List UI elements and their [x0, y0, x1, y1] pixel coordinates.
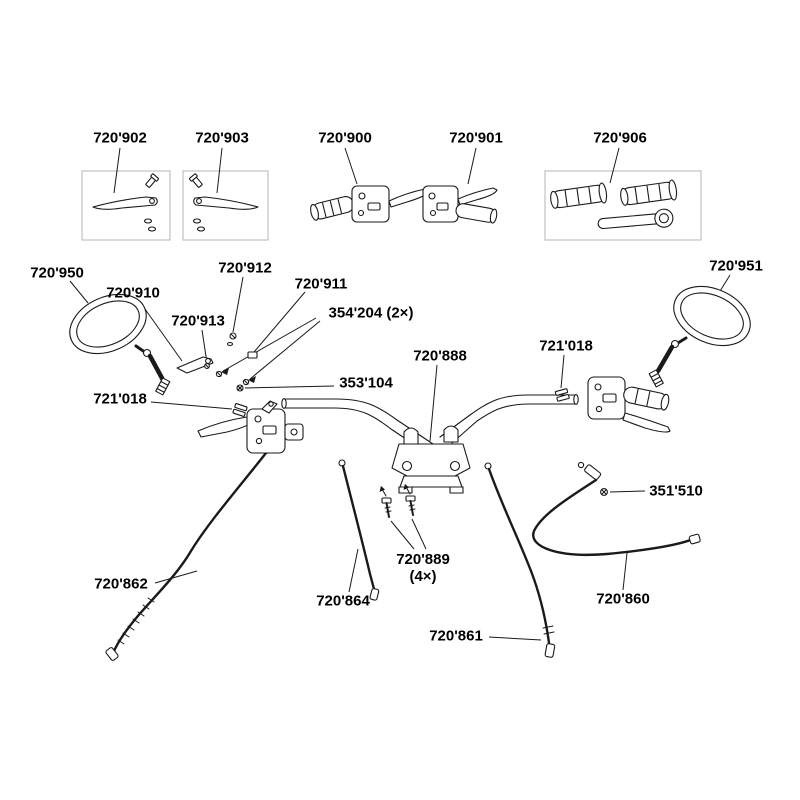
part-drawing-721018-clamp-right — [554, 388, 570, 402]
part-drawing-720864-cable — [338, 459, 380, 601]
part-label-720889-qty: (4×) — [409, 568, 437, 585]
part-drawing-720910-lever — [176, 356, 214, 374]
part-drawing-720901-switch-assembly — [422, 185, 498, 224]
part-drawing-353104-screw — [236, 384, 244, 392]
part-drawing-720913-screw — [204, 363, 210, 369]
part-label-720950: 720'950 — [30, 264, 84, 282]
part-label-720862: 720'862 — [94, 575, 148, 593]
part-label-720906: 720'906 — [593, 129, 647, 147]
part-label-720951: 720'951 — [709, 257, 763, 275]
part-drawing-720902-lever — [92, 173, 159, 232]
part-drawing-720903-lever — [189, 173, 259, 232]
part-drawing-354204-screws — [215, 370, 250, 386]
part-label-721018-right: 721'018 — [539, 337, 593, 355]
reference-boxes — [81, 170, 702, 241]
part-label-720910: 720'910 — [106, 284, 160, 302]
part-label-720861: 720'861 — [429, 627, 483, 645]
part-label-721018-left: 721'018 — [93, 390, 147, 408]
part-drawing-720951-mirror-right — [648, 285, 751, 388]
part-label-720900: 720'900 — [318, 129, 372, 147]
part-label-720860: 720'860 — [596, 590, 650, 608]
leader-lines — [69, 147, 731, 641]
part-drawing-720888-handlebar — [281, 394, 579, 494]
part-drawing-720911-part — [247, 351, 258, 359]
part-label-720889-number: 720'889 — [396, 550, 450, 568]
part-drawing-right-switch-assembly — [587, 376, 671, 433]
part-label-351510: 351'510 — [649, 482, 703, 500]
part-drawing-720900-switch-assembly — [310, 185, 430, 223]
part-label-354204: 354'204 (2×) — [328, 304, 414, 322]
part-label-720912: 720'912 — [218, 259, 272, 277]
part-drawing-720912-screw — [226, 332, 237, 347]
part-label-720888: 720'888 — [413, 347, 467, 365]
part-drawing-720861-throttle-cable — [484, 462, 556, 658]
part-label-720903: 720'903 — [195, 129, 249, 147]
part-drawing-720862-clutch-cable — [105, 446, 271, 661]
part-drawing-720950-mirror-left — [69, 293, 171, 396]
part-drawing-720860-brake-cable — [532, 461, 701, 556]
part-drawing-721018-clamp-left — [232, 403, 248, 417]
part-drawing-720906-grips — [550, 179, 678, 230]
part-label-353104: 353'104 — [339, 374, 393, 392]
part-label-720901: 720'901 — [449, 129, 503, 147]
part-label-720889: 720'889 (4×) — [396, 551, 450, 586]
part-label-720911: 720'911 — [294, 275, 348, 293]
part-label-720902: 720'902 — [93, 129, 147, 147]
part-drawing-left-switch-assembly — [197, 400, 304, 454]
part-drawing-720889-bolts — [379, 484, 416, 518]
part-label-720864: 720'864 — [316, 592, 370, 610]
part-drawing-351510-screw — [600, 488, 608, 496]
part-label-720913: 720'913 — [171, 312, 225, 330]
